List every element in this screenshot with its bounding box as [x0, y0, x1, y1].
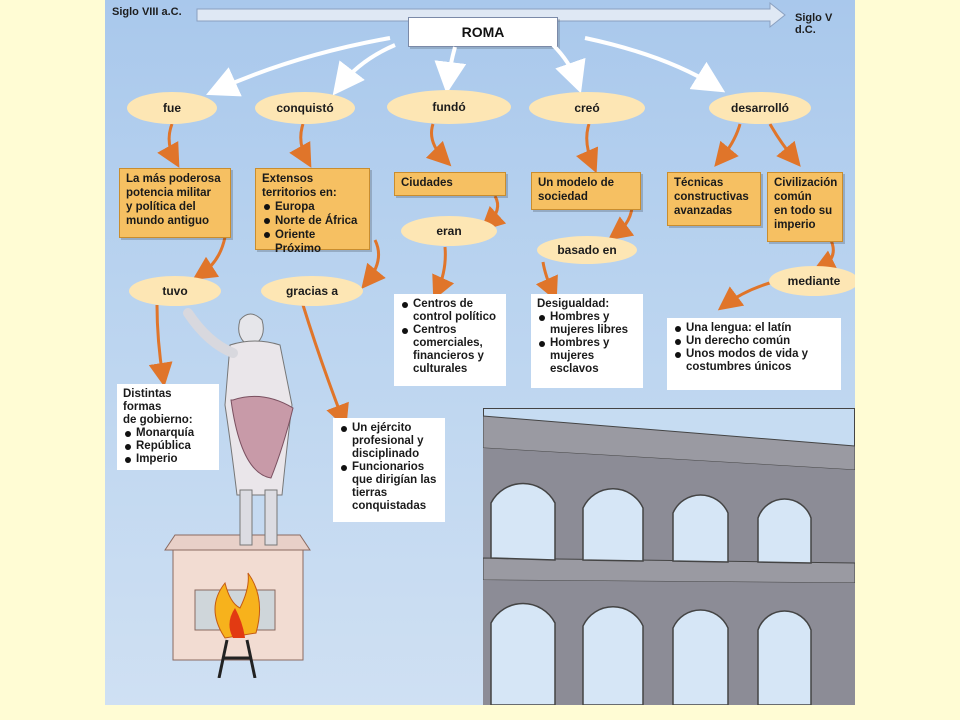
list-item: Centros de control político	[400, 298, 500, 324]
list-item: Imperio	[123, 453, 213, 466]
list-item: Funcionarios que dirigían las tierras co…	[339, 461, 439, 513]
oval-gracias-a: gracias a	[261, 276, 363, 306]
result-ejercito: Un ejército profesional y disciplinado F…	[333, 418, 445, 522]
list-item: Hombres y mujeres libres	[537, 311, 637, 337]
timeline-arrow	[196, 1, 786, 29]
torch-illustration	[214, 572, 261, 678]
list-item: República	[123, 440, 213, 453]
list-item: Hombres y mujeres esclavos	[537, 337, 637, 376]
list-item: Una lengua: el latín	[673, 322, 835, 335]
timeline-start: Siglo VIII a.C.	[112, 6, 182, 18]
list-item: Unos modos de vida y costumbres únicos	[673, 348, 835, 374]
oval-mediante: mediante	[769, 266, 855, 296]
list-item: Europa	[262, 200, 363, 214]
oval-fue: fue	[127, 92, 217, 124]
list-item: Un ejército profesional y disciplinado	[339, 422, 439, 461]
result-mediante: Una lengua: el latín Un derecho común Un…	[667, 318, 841, 390]
box-ciudades: Ciudades	[394, 172, 506, 196]
list-item: Norte de África	[262, 214, 363, 228]
aqueduct-illustration	[483, 408, 855, 705]
list-item: Centros comerciales, financieros y cultu…	[400, 324, 500, 376]
oval-tuvo: tuvo	[129, 276, 221, 306]
result-desigualdad: Desigualdad: Hombres y mujeres libres Ho…	[531, 294, 643, 388]
result-ciudades: Centros de control político Centros come…	[394, 294, 506, 386]
oval-conquisto: conquistó	[255, 92, 355, 124]
list-item: Un derecho común	[673, 335, 835, 348]
page-title: ROMA	[408, 17, 558, 47]
oval-fundo: fundó	[387, 90, 511, 124]
list-item: Oriente Próximo	[262, 228, 363, 256]
list-item: Monarquía	[123, 427, 213, 440]
timeline-end: Siglo V d.C.	[795, 12, 833, 36]
concept-map: Siglo VIII a.C. Siglo V d.C. ROMA	[105, 0, 855, 705]
oval-desarrollo: desarrolló	[709, 92, 811, 124]
oval-basado-en: basado en	[537, 236, 637, 264]
oval-eran: eran	[401, 216, 497, 246]
statue-illustration	[164, 308, 311, 661]
oval-creo: creó	[529, 92, 645, 124]
